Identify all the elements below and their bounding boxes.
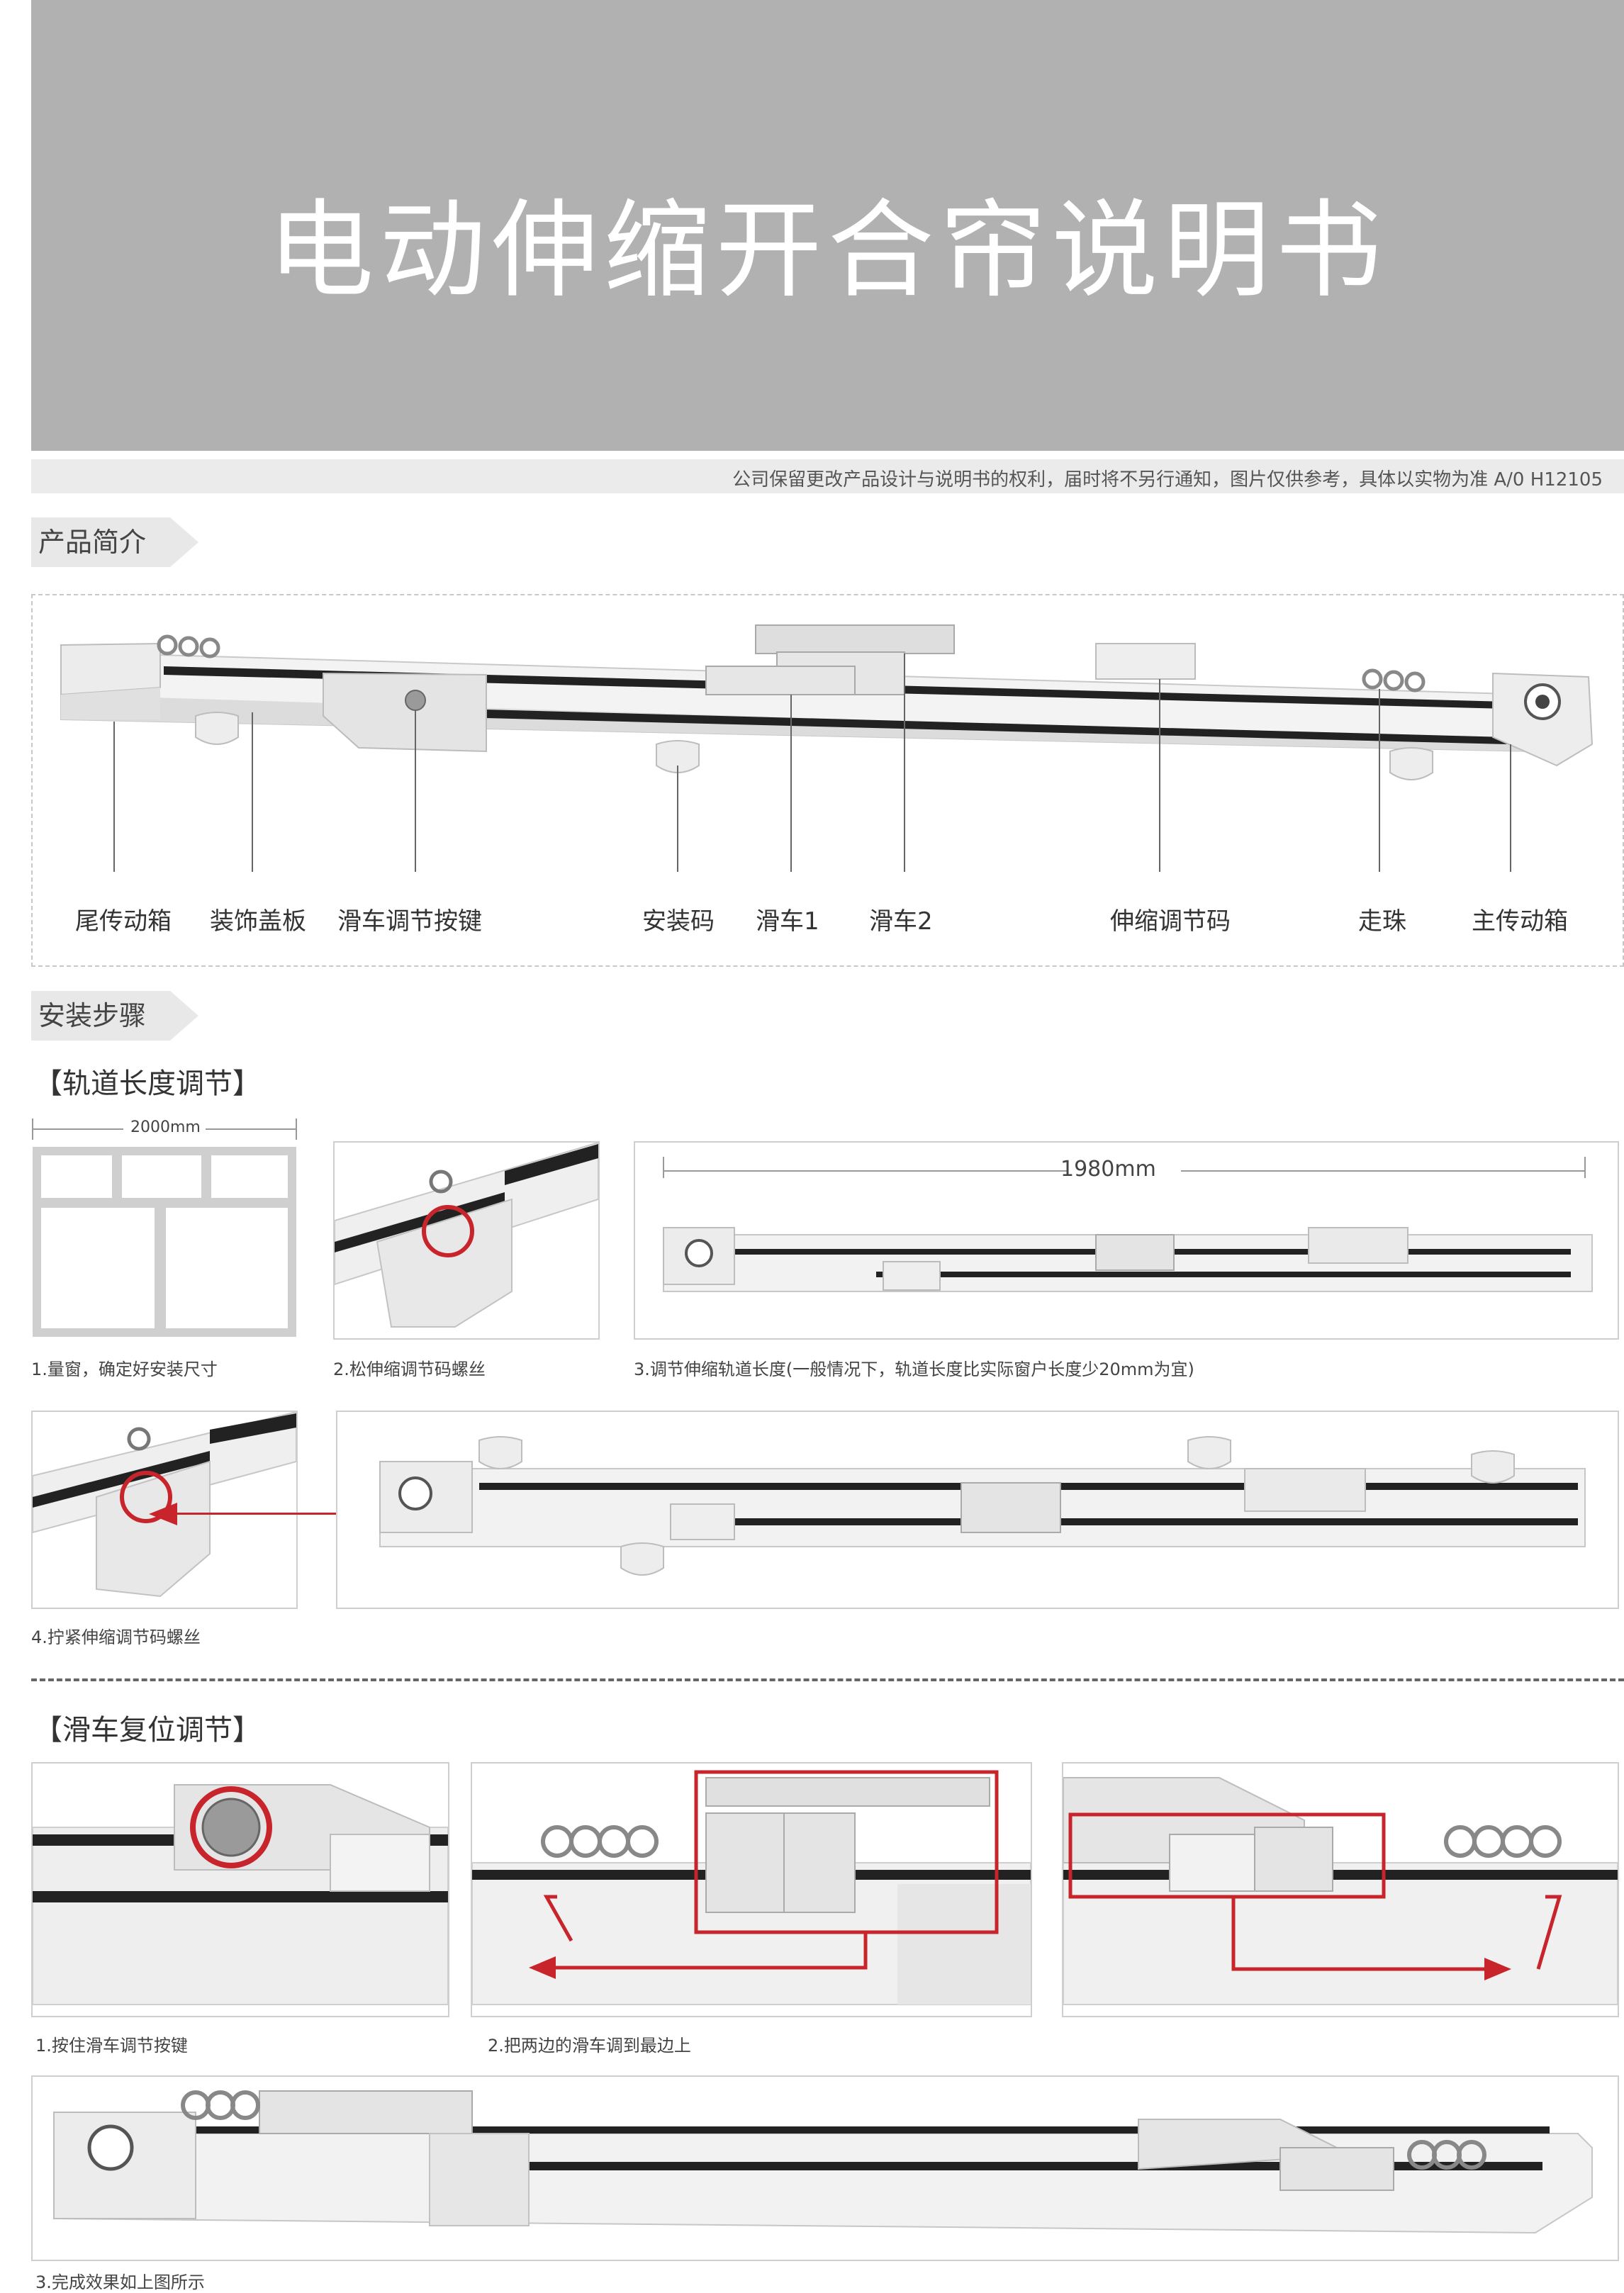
track-length-label: 1980mm: [1060, 1157, 1156, 1182]
label-carriage-adjust-button: 滑车调节按键: [337, 907, 482, 936]
subtitle-carriage-reset: 【滑车复位调节】: [34, 1714, 261, 1747]
tightened-track-illustration: [379, 1436, 1586, 1576]
header-banner: 电动伸缩开合帘说明书: [31, 0, 1624, 451]
caption-carriage-step-2: 2.把两边的滑车调到最边上: [488, 2036, 691, 2056]
label-decorative-cover: 装饰盖板: [210, 907, 306, 936]
press-button-illustration: [33, 1784, 448, 2005]
slide-right-illustration: [1063, 1777, 1618, 2005]
step-slide-right: [1062, 1762, 1619, 2017]
window-width-label: 2000mm: [130, 1119, 201, 1136]
step-window-measure: 2000mm: [31, 1111, 298, 1338]
step-slide-left: [471, 1762, 1032, 2017]
loosen-screw-illustration: [335, 1143, 598, 1328]
page-title: 电动伸缩开合帘说明书: [267, 189, 1388, 313]
product-overview-box: 尾传动箱 装饰盖板 滑车调节按键 安装码 滑车1 滑车2 伸缩调节码 走珠 主传…: [31, 594, 1624, 967]
step-adjust-length: 1980mm: [634, 1141, 1619, 1340]
step-loosen-screw: [333, 1141, 600, 1340]
adjust-length-illustration: [663, 1157, 1593, 1292]
final-result-illustration: [53, 2090, 1593, 2234]
product-overview-illustration: [60, 624, 1594, 872]
label-carriage-1: 滑车1: [756, 907, 819, 936]
label-mount-bracket: 安装码: [642, 907, 715, 936]
notice-bar: 公司保留更改产品设计与说明书的权利，届时将不另行通知，图片仅供参考，具体以实物为…: [31, 459, 1624, 493]
caption-carriage-step-3: 3.完成效果如上图所示: [35, 2272, 205, 2292]
section-tab-intro: 产品简介: [31, 517, 198, 567]
step-tightened-track: [336, 1411, 1619, 1609]
label-length-adjuster: 伸缩调节码: [1110, 907, 1231, 936]
step-final-result: [31, 2075, 1619, 2261]
arrow-head-icon: [149, 1503, 177, 1525]
slide-left-illustration: [472, 1770, 1031, 2005]
step-tighten-screw: [31, 1411, 298, 1609]
section-tab-install: 安装步骤: [31, 991, 198, 1041]
caption-step-2: 2.松伸缩调节码螺丝: [333, 1359, 486, 1379]
caption-step-3: 3.调节伸缩轨道长度(一般情况下，轨道长度比实际窗户长度少20mm为宜): [634, 1359, 1194, 1379]
section-title-install: 安装步骤: [38, 1000, 147, 1031]
section-title-intro: 产品简介: [38, 527, 147, 558]
subtitle-track-length: 【轨道长度调节】: [34, 1067, 261, 1100]
tighten-screw-illustration: [33, 1412, 296, 1598]
step-press-button: [31, 1762, 449, 2017]
label-carriage-2: 滑车2: [869, 907, 933, 936]
label-tail-gearbox: 尾传动箱: [75, 907, 172, 936]
section-divider: [31, 1678, 1624, 1681]
caption-carriage-step-1: 1.按住滑车调节按键: [35, 2036, 188, 2056]
notice-text: 公司保留更改产品设计与说明书的权利，届时将不另行通知，图片仅供参考，具体以实物为…: [732, 469, 1603, 490]
label-main-gearbox: 主传动箱: [1472, 907, 1568, 936]
caption-step-4: 4.拧紧伸缩调节码螺丝: [31, 1627, 201, 1647]
window-diagram: [32, 1119, 297, 1337]
label-runner-ball: 走珠: [1358, 907, 1406, 936]
caption-step-1: 1.量窗，确定好安装尺寸: [31, 1359, 218, 1379]
